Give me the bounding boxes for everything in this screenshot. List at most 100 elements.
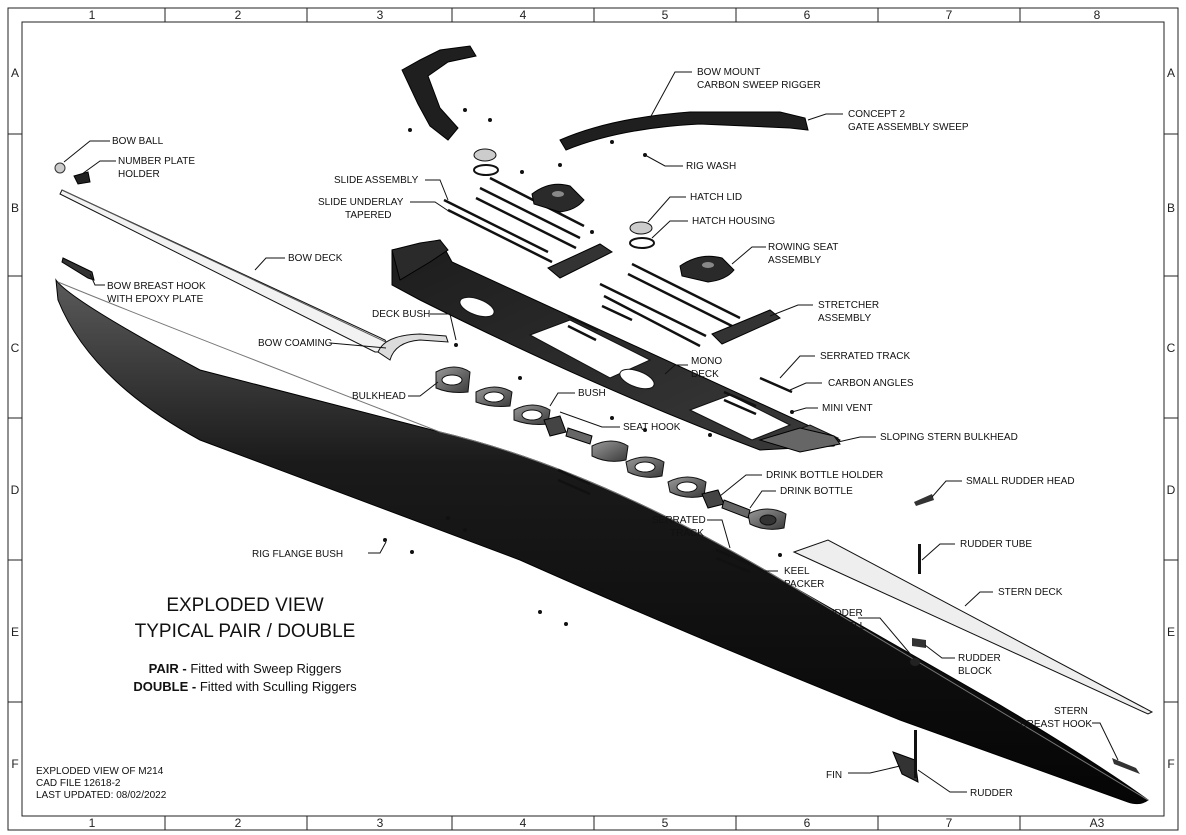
row-right-c: C (1167, 341, 1176, 355)
col-bottom-1: 1 (89, 816, 96, 830)
label-mono-deck-2: DECK (691, 369, 719, 380)
note-double-key: DOUBLE - (133, 679, 196, 694)
label-drink-holder: DRINK BOTTLE HOLDER (766, 470, 883, 481)
note-pair-key: PAIR - (149, 661, 187, 676)
row-right-e: E (1167, 625, 1175, 639)
col-top-8: 8 (1094, 8, 1101, 22)
label-stern-breast-1: STERN (1054, 706, 1088, 717)
label-number-plate-2: HOLDER (118, 169, 160, 180)
row-left-f: F (11, 757, 18, 771)
note-double: DOUBLE - Fitted with Sculling Riggers (133, 679, 357, 694)
label-seat-hook: SEAT HOOK (623, 422, 681, 433)
label-concept2-2: GATE ASSEMBLY SWEEP (848, 122, 969, 133)
col-bottom-4: 4 (520, 816, 527, 830)
label-rowing-seat-2: ASSEMBLY (768, 255, 821, 266)
bulkheads (435, 366, 787, 530)
label-slide-underlay-2: TAPERED (345, 210, 392, 221)
zone-labels: 1 2 3 4 5 6 7 8 1 2 3 4 5 6 7 A3 A B C D… (11, 8, 1176, 830)
footer-line-1: EXPLODED VIEW OF M214 (36, 766, 164, 777)
label-rudder-block-2: BLOCK (958, 666, 992, 677)
col-bottom-8: A3 (1090, 816, 1105, 830)
row-right-a: A (1167, 66, 1175, 80)
label-bush: BUSH (578, 388, 606, 399)
label-small-rudder-head: SMALL RUDDER HEAD (966, 476, 1075, 487)
title-block: EXPLODED VIEW TYPICAL PAIR / DOUBLE PAIR… (133, 595, 357, 694)
stern-deck (792, 539, 1154, 715)
label-stretcher-2: ASSEMBLY (818, 313, 871, 324)
label-bow-breast-2: WITH EPOXY PLATE (107, 294, 204, 305)
label-rowing-seat-1: ROWING SEAT (768, 242, 838, 253)
row-right-b: B (1167, 201, 1175, 215)
col-bottom-6: 6 (804, 816, 811, 830)
bow-ball (54, 162, 66, 174)
label-serrated-track: SERRATED TRACK (820, 351, 911, 362)
col-bottom-7: 7 (946, 816, 953, 830)
label-hatch-lid: HATCH LID (690, 192, 742, 203)
label-rudder: RUDDER (970, 788, 1013, 799)
label-keel-packer-2: PACKER (784, 579, 824, 590)
label-mono-deck-1: MONO (691, 356, 722, 367)
label-bow-breast-1: BOW BREAST HOOK (107, 281, 206, 292)
rudder-tube (918, 544, 921, 574)
hull (55, 278, 1149, 805)
label-fin: FIN (826, 770, 842, 781)
part-labels: BOW BALL NUMBER PLATE HOLDER BOW DECK BO… (107, 67, 1092, 799)
col-top-3: 3 (377, 8, 384, 22)
fasteners (383, 108, 794, 626)
label-bow-mount-2: CARBON SWEEP RIGGER (697, 80, 821, 91)
row-left-c: C (11, 341, 20, 355)
col-bottom-3: 3 (377, 816, 384, 830)
note-double-text: Fitted with Sculling Riggers (196, 679, 357, 694)
label-drink-bottle: DRINK BOTTLE (780, 486, 853, 497)
sloping-stern-bulkhead (758, 427, 841, 453)
row-left-a: A (11, 66, 19, 80)
col-top-4: 4 (520, 8, 527, 22)
label-deck-bush: DECK BUSH (372, 309, 430, 320)
label-hatch-housing: HATCH HOUSING (692, 216, 775, 227)
label-rudder-well-1: RUDDER (820, 608, 863, 619)
rudder-parts (892, 494, 1140, 783)
bush-tubes (543, 415, 751, 519)
label-concept2-1: CONCEPT 2 (848, 109, 905, 120)
note-pair: PAIR - Fitted with Sweep Riggers (149, 661, 342, 676)
row-left-e: E (11, 625, 19, 639)
row-left-d: D (11, 483, 20, 497)
slides-and-tracks (443, 176, 793, 574)
label-stretcher-1: STRETCHER (818, 300, 879, 311)
footer-line-2: CAD FILE 12618-2 (36, 778, 121, 789)
label-keel-packer-1: KEEL (784, 566, 810, 577)
col-top-6: 6 (804, 8, 811, 22)
bow-coaming (377, 333, 449, 361)
label-bow-mount-1: BOW MOUNT (697, 67, 760, 78)
label-bow-coaming: BOW COAMING (258, 338, 333, 349)
label-rudder-well-2: WELL (838, 621, 866, 632)
label-rudder-block-1: RUDDER (958, 653, 1001, 664)
row-left-b: B (11, 201, 19, 215)
label-serrated-track2-2: TRACK (670, 528, 704, 539)
label-rudder-tube: RUDDER TUBE (960, 539, 1032, 550)
label-slide-underlay-1: SLIDE UNDERLAY (318, 197, 404, 208)
label-bulkhead: BULKHEAD (352, 391, 406, 402)
note-pair-text: Fitted with Sweep Riggers (187, 661, 342, 676)
sheet-border (7, 7, 1179, 831)
bow-breast-hook (61, 257, 95, 281)
mono-deck (391, 239, 841, 451)
label-rig-flange: RIG FLANGE BUSH (252, 549, 343, 560)
riggers (401, 45, 809, 151)
label-bow-ball: BOW BALL (112, 136, 164, 147)
col-bottom-5: 5 (662, 816, 669, 830)
col-top-2: 2 (235, 8, 242, 22)
label-carbon-angles: CARBON ANGLES (828, 378, 914, 389)
label-bow-deck: BOW DECK (288, 253, 343, 264)
label-stern-deck: STERN DECK (998, 587, 1063, 598)
seat-and-stretcher-assemblies (531, 183, 781, 345)
label-mini-vent: MINI VENT (822, 403, 873, 414)
footer-info: EXPLODED VIEW OF M214 CAD FILE 12618-2 L… (36, 766, 167, 801)
label-slide-assembly: SLIDE ASSEMBLY (334, 175, 419, 186)
col-top-5: 5 (662, 8, 669, 22)
col-top-7: 7 (946, 8, 953, 22)
col-top-1: 1 (89, 8, 96, 22)
label-sloping-stern: SLOPING STERN BULKHEAD (880, 432, 1018, 443)
label-stern-breast-2: BREAST HOOK (1020, 719, 1092, 730)
